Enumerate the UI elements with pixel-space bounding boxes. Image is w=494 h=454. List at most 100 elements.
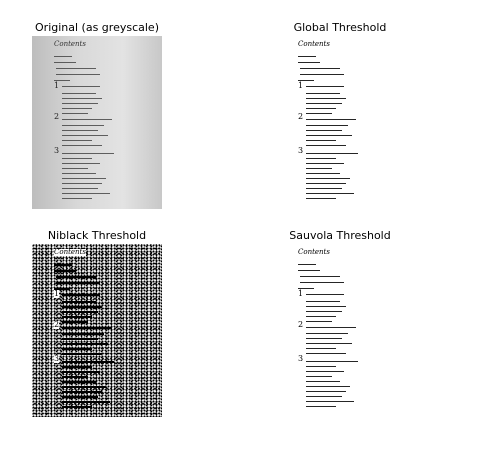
text-line (54, 288, 70, 290)
text-line (298, 80, 314, 81)
text-line (54, 80, 70, 81)
text-line (306, 381, 340, 382)
text-line (62, 311, 98, 313)
text-line (306, 113, 332, 114)
text-line (306, 158, 336, 159)
text-line (306, 98, 346, 99)
text-line (62, 86, 100, 87)
text-line (62, 338, 98, 340)
text-line (298, 264, 316, 265)
text-line (306, 153, 358, 154)
text-line (300, 68, 340, 69)
text-line (62, 406, 92, 408)
text-line (54, 270, 76, 272)
text-line (306, 183, 346, 184)
section-number: 2 (54, 320, 60, 329)
text-line (306, 361, 358, 362)
text-line (306, 119, 356, 120)
text-line (62, 108, 92, 109)
section-number: 1 (298, 289, 304, 298)
text-line (306, 338, 342, 339)
section-number: 2 (54, 112, 60, 121)
text-line (306, 311, 342, 312)
text-line (300, 282, 344, 283)
text-line (62, 153, 114, 154)
text-line (56, 276, 96, 278)
text-line (62, 125, 104, 126)
text-line (306, 294, 344, 295)
text-line (306, 193, 354, 194)
text-line (62, 103, 98, 104)
text-line (54, 264, 72, 266)
text-line (306, 140, 336, 141)
text-line (306, 135, 352, 136)
text-line (306, 371, 344, 372)
text-line (62, 381, 96, 383)
text-line (306, 178, 350, 179)
niblack-threshold-title: Niblack Threshold (47, 229, 147, 242)
text-line (298, 62, 320, 63)
text-line (62, 113, 88, 114)
text-line (306, 376, 332, 377)
text-line (54, 62, 76, 63)
section-number: 3 (54, 146, 60, 155)
text-line (62, 316, 92, 318)
text-line (306, 366, 336, 367)
text-line (306, 316, 336, 317)
sauvola-threshold-title: Sauvola Threshold (289, 229, 391, 242)
text-line (62, 168, 88, 169)
text-line (306, 86, 344, 87)
text-line (62, 119, 112, 120)
text-line (62, 306, 102, 308)
text-line (306, 386, 350, 387)
text-line (298, 270, 320, 271)
text-line (306, 391, 346, 392)
section-number: 2 (298, 112, 304, 121)
text-line (62, 333, 104, 335)
text-line (306, 333, 348, 334)
text-line (298, 288, 314, 289)
text-line (62, 348, 92, 350)
text-line (62, 294, 100, 296)
text-line (62, 158, 92, 159)
text-line (306, 406, 336, 407)
text-line (62, 145, 102, 146)
text-line (306, 188, 342, 189)
text-line (298, 56, 316, 57)
section-number: 2 (298, 320, 304, 329)
text-line (306, 125, 348, 126)
text-line (62, 301, 96, 303)
text-line (62, 98, 102, 99)
text-line (306, 348, 336, 349)
text-line (306, 93, 340, 94)
text-line (62, 361, 114, 363)
text-line (62, 130, 98, 131)
text-line (306, 343, 352, 344)
document-heading: Contents (54, 40, 86, 48)
text-line (62, 371, 100, 373)
section-number: 3 (298, 146, 304, 155)
text-line (306, 321, 332, 322)
original-title: Original (as greyscale) (35, 21, 159, 34)
text-line (62, 183, 102, 184)
text-line (62, 178, 106, 179)
text-line (56, 68, 96, 69)
text-line (62, 188, 98, 189)
section-number: 3 (54, 354, 60, 363)
text-line (62, 366, 92, 368)
text-line (62, 140, 92, 141)
text-line (62, 343, 108, 345)
text-line (300, 74, 344, 75)
text-line (62, 386, 106, 388)
text-line (62, 391, 102, 393)
text-line (306, 108, 336, 109)
text-line (306, 173, 340, 174)
text-line (56, 74, 100, 75)
text-line (306, 168, 332, 169)
text-line (62, 321, 88, 323)
text-line (62, 376, 88, 378)
text-line (306, 163, 344, 164)
